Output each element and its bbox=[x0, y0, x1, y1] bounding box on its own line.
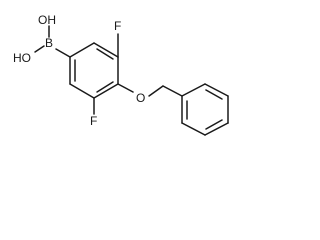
bond bbox=[181, 122, 206, 136]
bond bbox=[204, 122, 229, 136]
boron-label: B bbox=[45, 36, 53, 50]
fluorine-top-label: F bbox=[114, 19, 121, 33]
bond bbox=[55, 48, 71, 58]
double-bond bbox=[205, 119, 223, 130]
bond bbox=[181, 83, 206, 97]
bond bbox=[204, 83, 229, 97]
fluorine-bottom-label: F bbox=[90, 114, 97, 128]
bond bbox=[93, 83, 119, 99]
hydroxyl-top-label: OH bbox=[38, 13, 56, 27]
hydroxyl-bottom-label: HO bbox=[13, 51, 31, 65]
molecule-structure-diagram: OH B HO F F O bbox=[13, 13, 229, 136]
ether-oxygen-label: O bbox=[136, 91, 145, 105]
bond bbox=[93, 42, 119, 58]
bond bbox=[34, 45, 45, 53]
double-bond bbox=[96, 81, 114, 93]
bond-lines bbox=[34, 25, 229, 136]
double-bond bbox=[96, 48, 114, 60]
atom-labels: OH B HO F F O bbox=[13, 13, 145, 128]
bond bbox=[69, 83, 95, 99]
bond bbox=[69, 42, 95, 58]
double-bond bbox=[205, 89, 223, 100]
bond bbox=[117, 83, 134, 93]
bond bbox=[148, 85, 164, 97]
bond bbox=[162, 85, 183, 97]
